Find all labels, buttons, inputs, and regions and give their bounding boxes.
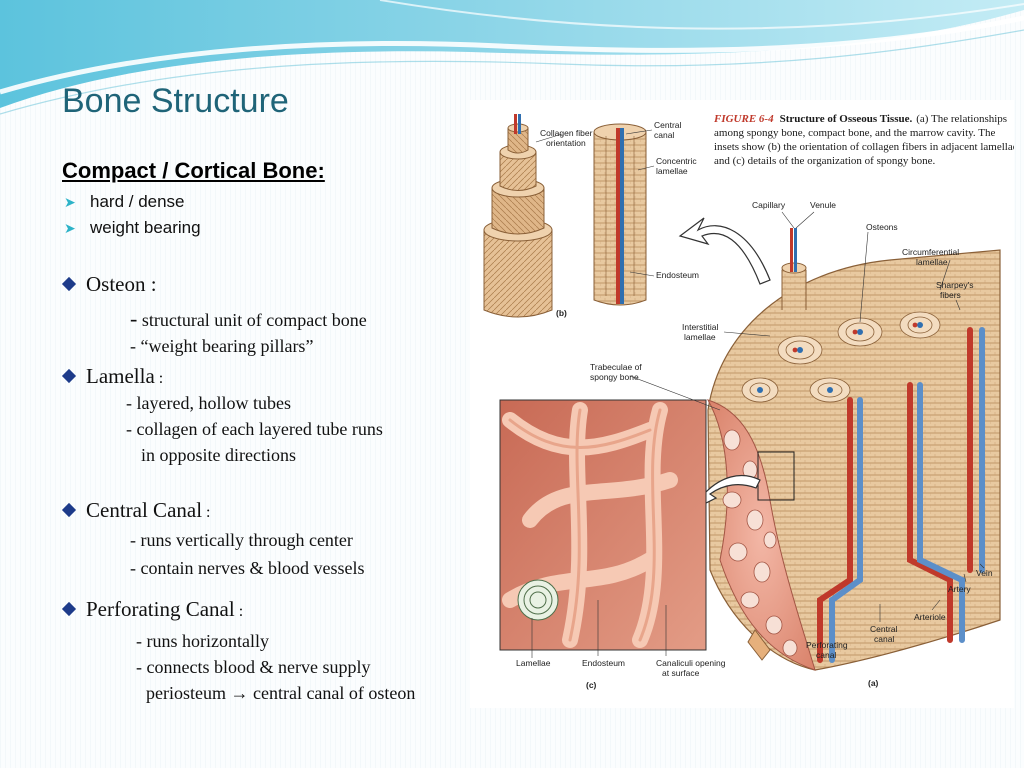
label-spongy-bone: spongy bone xyxy=(590,372,639,382)
section-lamella: Lamella : xyxy=(61,364,163,389)
caption-line-2: among spongy bone, compact bone, and the… xyxy=(714,127,995,139)
label-vein: Vein xyxy=(976,568,993,578)
label-circumferential-lamellae: lamellae xyxy=(916,257,948,267)
label-endosteum-c: Endosteum xyxy=(582,658,625,668)
label-sharpeys: Sharpey's xyxy=(936,280,974,290)
section-osteon: Osteon : xyxy=(61,272,157,297)
perforating-line-1: - runs horizontally xyxy=(136,631,269,651)
panel-b-collagen-cylinders xyxy=(483,114,553,318)
panel-b-labels: Collagen fiber orientation Central canal… xyxy=(535,120,699,318)
caption-line-1: (a) The relationships xyxy=(916,113,1007,125)
label-interstitial: Interstitial xyxy=(682,322,718,332)
perforating-line-2: - connects blood & nerve supply xyxy=(136,657,371,677)
panel-a-labels: Capillary Venule Osteons Circumferential… xyxy=(590,200,993,688)
label-interstitial-lamellae: lamellae xyxy=(684,332,716,342)
label-canal: canal xyxy=(654,130,674,140)
section-perforating-canal: Perforating Canal : xyxy=(61,597,243,622)
perforating-line-3: periosteum → central canal of osteon xyxy=(146,683,416,703)
caption-title: Structure of Osseous Tissue. xyxy=(780,113,913,125)
label-concentric: Concentric xyxy=(656,156,697,166)
label-perforating-canal: canal xyxy=(816,650,836,660)
panel-c-marker: (c) xyxy=(586,680,597,690)
label-lamellae: lamellae xyxy=(656,166,688,176)
label-canaliculi: Canaliculi opening xyxy=(656,658,726,668)
label-lamellae-c: Lamellae xyxy=(516,658,551,668)
label-collagen-fiber: Collagen fiber xyxy=(540,128,593,138)
caption-figure-number: FIGURE 6-4 xyxy=(713,113,774,125)
arrow-bullet-icon: ➤ xyxy=(64,194,76,210)
figure-caption: FIGURE 6-4 Structure of Osseous Tissue.(a… xyxy=(713,113,1014,167)
panel-c-spongy-inset xyxy=(499,399,707,651)
label-osteons: Osteons xyxy=(866,222,898,232)
label-endosteum-b: Endosteum xyxy=(656,270,699,280)
label-perforating: Perforating xyxy=(806,640,848,650)
diamond-bullet-icon xyxy=(61,276,77,292)
label-capillary: Capillary xyxy=(752,200,786,210)
label-central: Central xyxy=(654,120,682,130)
panel-a-marker: (a) xyxy=(868,678,879,688)
lamella-line-1: - layered, hollow tubes xyxy=(126,393,291,413)
arrow-bullet-icon: ➤ xyxy=(64,220,76,236)
label-orientation: orientation xyxy=(546,138,586,148)
caption-line-4: and (c) details of the organization of s… xyxy=(714,155,936,167)
bullet-hard-dense: ➤hard / dense xyxy=(64,192,185,211)
lamella-line-2: - collagen of each layered tube runs xyxy=(126,419,383,439)
label-trabeculae: Trabeculae of xyxy=(590,362,642,372)
panel-c-labels: Lamellae Endosteum Canaliculi opening at… xyxy=(516,600,726,690)
panel-a-bone-block xyxy=(706,228,1001,671)
label-venule: Venule xyxy=(810,200,836,210)
diamond-bullet-icon xyxy=(61,502,77,518)
central-canal-line-1: - runs vertically through center xyxy=(130,530,353,550)
panel-b-marker: (b) xyxy=(556,308,567,318)
label-fibers: fibers xyxy=(940,290,961,300)
label-central-canal-a: canal xyxy=(874,634,894,644)
diamond-bullet-icon xyxy=(61,601,77,617)
central-canal-line-2: - contain nerves & blood vessels xyxy=(130,558,365,578)
label-circumferential: Circumferential xyxy=(902,247,959,257)
osteon-line-2: - “weight bearing pillars” xyxy=(130,336,314,356)
label-central-a: Central xyxy=(870,624,898,634)
compact-bone-heading: Compact / Cortical Bone: xyxy=(62,158,325,183)
bullet-weight-bearing: ➤weight bearing xyxy=(64,218,201,237)
lamella-line-3: in opposite directions xyxy=(141,445,296,465)
slide-title: Bone Structure xyxy=(62,82,289,120)
header-wave-decoration xyxy=(0,0,1024,115)
label-artery: Artery xyxy=(948,584,971,594)
label-at-surface: at surface xyxy=(662,668,700,678)
section-central-canal: Central Canal : xyxy=(61,498,211,523)
osteon-line-1: - structural unit of compact bone xyxy=(130,306,367,331)
panel-b-osteon-section xyxy=(593,123,647,306)
osseous-tissue-figure: Collagen fiber orientation Central canal… xyxy=(470,100,1014,708)
label-arteriole: Arteriole xyxy=(914,612,946,622)
diamond-bullet-icon xyxy=(61,368,77,384)
caption-line-3: insets show (b) the orientation of colla… xyxy=(714,141,1014,153)
